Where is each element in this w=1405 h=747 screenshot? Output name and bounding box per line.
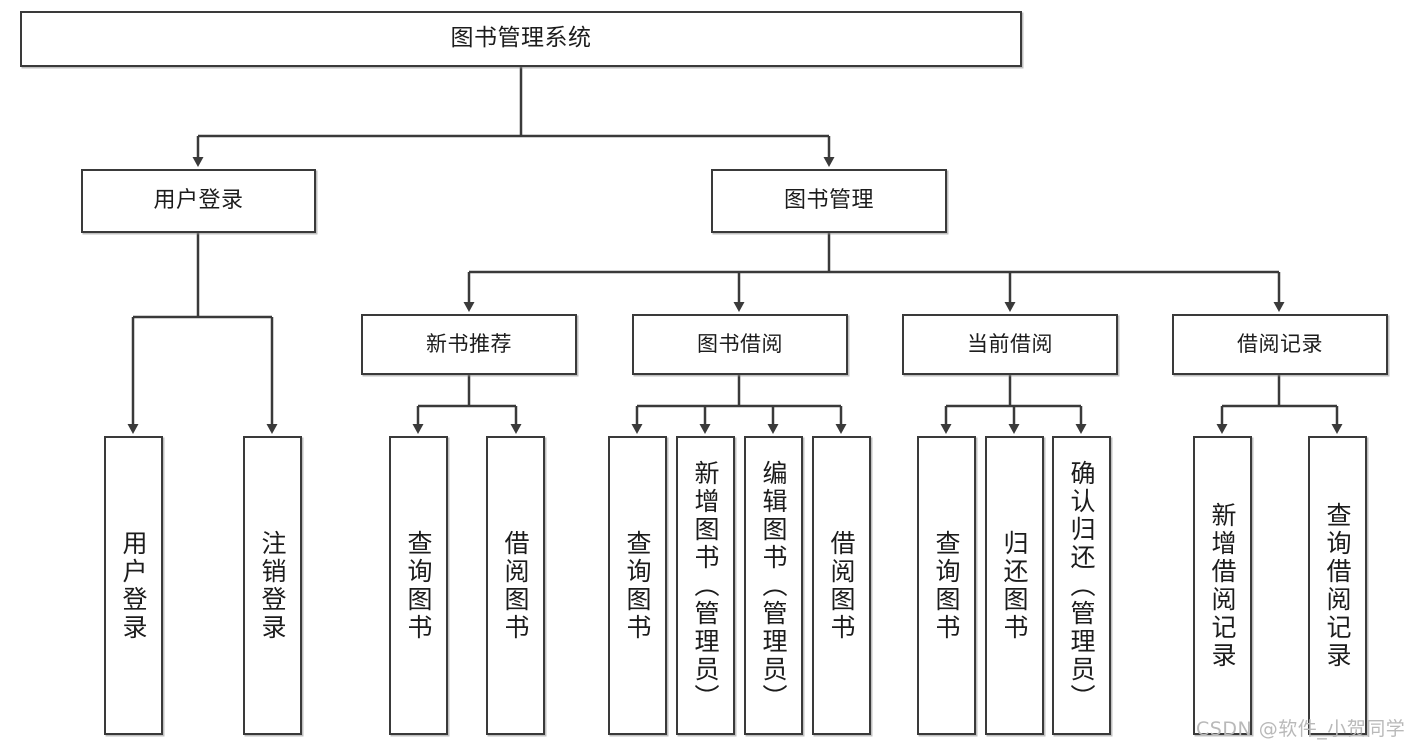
node-label: 借阅图书 bbox=[501, 529, 530, 642]
node-label: 借阅图书 bbox=[827, 529, 856, 642]
node-label: 查询借阅记录 bbox=[1323, 501, 1352, 670]
node-label: 新增借阅记录 bbox=[1208, 501, 1237, 670]
node-label: 新书推荐 bbox=[426, 332, 512, 357]
node-label: 借阅记录 bbox=[1237, 332, 1323, 357]
leaf-borrow-book-recommend[interactable]: 借阅图书 bbox=[486, 436, 545, 735]
leaf-borrow-book[interactable]: 借阅图书 bbox=[812, 436, 871, 735]
leaf-query-borrow-record[interactable]: 查询借阅记录 bbox=[1308, 436, 1367, 735]
node-label: 归还图书 bbox=[1000, 529, 1029, 642]
node-label: 新增图书（管理员） bbox=[691, 459, 720, 712]
node-new-book-recommend[interactable]: 新书推荐 bbox=[361, 314, 577, 375]
node-book-management[interactable]: 图书管理 bbox=[711, 169, 947, 233]
node-borrow-record[interactable]: 借阅记录 bbox=[1172, 314, 1388, 375]
watermark-text: CSDN @软件_小贺同学 bbox=[1196, 718, 1405, 740]
node-label: 确认归还（管理员） bbox=[1067, 459, 1096, 712]
node-root[interactable]: 图书管理系统 bbox=[20, 11, 1022, 67]
leaf-edit-book-admin[interactable]: 编辑图书（管理员） bbox=[744, 436, 803, 735]
leaf-query-book-recommend[interactable]: 查询图书 bbox=[389, 436, 448, 735]
node-user-login[interactable]: 用户登录 bbox=[81, 169, 316, 233]
leaf-query-book-current[interactable]: 查询图书 bbox=[917, 436, 976, 735]
leaf-user-login[interactable]: 用户登录 bbox=[104, 436, 163, 735]
node-label: 查询图书 bbox=[623, 529, 652, 642]
leaf-query-book-borrow[interactable]: 查询图书 bbox=[608, 436, 667, 735]
node-book-borrow[interactable]: 图书借阅 bbox=[632, 314, 848, 375]
leaf-add-borrow-record[interactable]: 新增借阅记录 bbox=[1193, 436, 1252, 735]
leaf-add-book-admin[interactable]: 新增图书（管理员） bbox=[676, 436, 735, 735]
node-label: 用户登录 bbox=[119, 529, 148, 642]
node-label: 查询图书 bbox=[932, 529, 961, 642]
node-label: 编辑图书（管理员） bbox=[759, 459, 788, 712]
node-label: 注销登录 bbox=[258, 529, 287, 642]
node-label: 图书借阅 bbox=[697, 332, 783, 357]
leaf-return-book[interactable]: 归还图书 bbox=[985, 436, 1044, 735]
node-current-borrow[interactable]: 当前借阅 bbox=[902, 314, 1118, 375]
node-label: 当前借阅 bbox=[967, 332, 1053, 357]
node-label: 查询图书 bbox=[404, 529, 433, 642]
leaf-confirm-return-admin[interactable]: 确认归还（管理员） bbox=[1052, 436, 1111, 735]
leaf-logout[interactable]: 注销登录 bbox=[243, 436, 302, 735]
node-label: 用户登录 bbox=[153, 188, 244, 214]
node-label: 图书管理系统 bbox=[450, 25, 592, 52]
node-label: 图书管理 bbox=[783, 188, 874, 214]
